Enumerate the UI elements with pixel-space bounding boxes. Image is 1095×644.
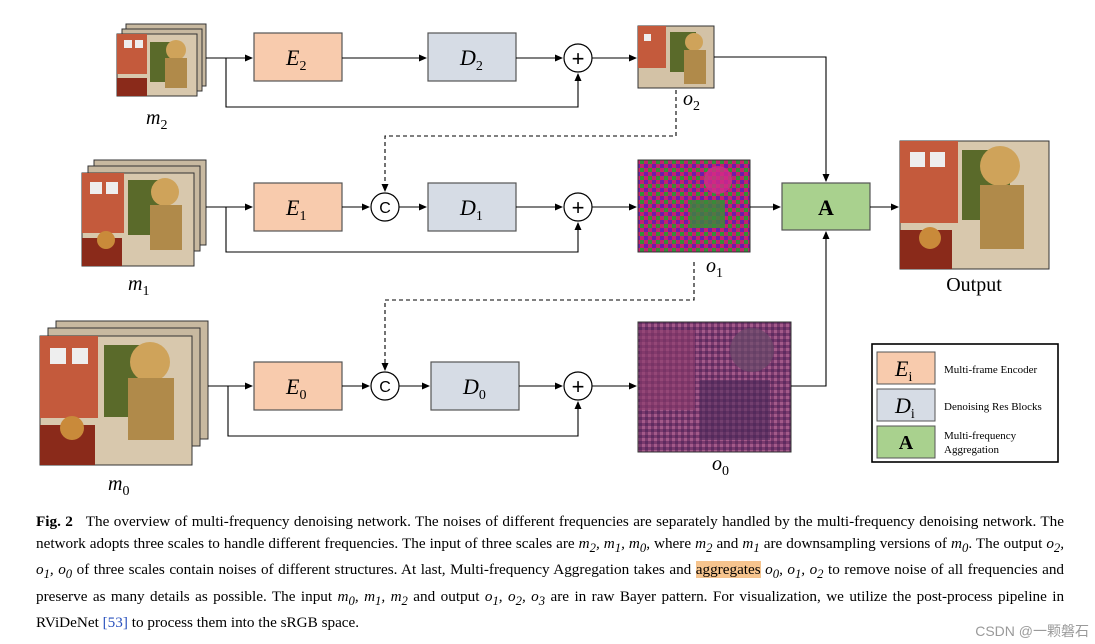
aggregation-label: A <box>818 195 834 220</box>
output-image-o2 <box>637 25 715 89</box>
encoder-label-e1: E1 <box>285 195 306 224</box>
input-image-stack-m0 <box>39 320 209 466</box>
legend-text-aggregation-2: Aggregation <box>944 444 999 456</box>
connections <box>206 54 899 437</box>
input-label-m1: m1 <box>128 273 149 299</box>
encoder-box-e0 <box>253 361 343 411</box>
output-label-o1: o1 <box>706 255 723 281</box>
decoder-label-d0: D0 <box>462 374 486 403</box>
encoder-label-e2: E2 <box>285 45 306 74</box>
svg-text:C: C <box>379 200 391 217</box>
decoder-box-d0 <box>430 361 520 411</box>
output-image-o0 <box>637 321 792 453</box>
legend-text-encoder: Multi-frame Encoder <box>944 364 1037 376</box>
input-image-stack-m2 <box>116 23 207 97</box>
citation-link[interactable]: [53] <box>102 614 128 632</box>
aggregation-box <box>781 182 871 231</box>
svg-text:C: C <box>379 379 391 396</box>
legend-text-aggregation-1: Multi-frequency <box>944 430 1017 442</box>
watermark: CSDN @一颗磐石 <box>975 623 1089 639</box>
decoder-box-d1 <box>427 182 517 232</box>
input-image-stack-m1 <box>81 159 207 267</box>
legend-symbol-aggregation: A <box>899 432 914 454</box>
output-label-o0: o0 <box>712 453 729 479</box>
output-label-o2: o2 <box>683 88 700 114</box>
network-diagram: E2 D2 E1 D1 E0 D0 + + + C C <box>39 23 1059 499</box>
decoder-label-d2: D2 <box>459 45 483 74</box>
output-image-o1 <box>637 159 751 253</box>
svg-text:+: + <box>572 46 585 71</box>
svg-text:+: + <box>572 195 585 220</box>
input-label-m0: m0 <box>108 473 129 499</box>
caption-label: Fig. 2 <box>36 513 73 530</box>
encoder-box-e1 <box>253 182 343 232</box>
highlighted-word: aggregates <box>695 561 761 579</box>
output-label: Output <box>946 274 1002 296</box>
input-label-m2: m2 <box>146 107 167 133</box>
legend-symbol-encoder: Ei <box>894 356 912 385</box>
legend-text-decoder: Denoising Res Blocks <box>944 401 1042 413</box>
encoder-box-e2 <box>253 32 343 82</box>
legend-symbol-decoder: Di <box>894 393 915 422</box>
legend: Ei Di A Multi-frame Encoder Denoising Re… <box>871 343 1059 463</box>
plus-node-1: + <box>563 192 593 222</box>
decoder-label-d1: D1 <box>459 195 483 224</box>
decoder-box-d2 <box>427 32 517 82</box>
encoder-label-e0: E0 <box>285 374 306 403</box>
plus-node-0: + <box>563 371 593 401</box>
final-output-image <box>899 140 1050 270</box>
concat-node-1: C <box>370 192 400 222</box>
figure-caption: Fig. 2 The overview of multi-frequency d… <box>36 513 1065 632</box>
concat-node-0: C <box>370 371 400 401</box>
svg-text:+: + <box>572 374 585 399</box>
plus-node-2: + <box>563 43 593 73</box>
